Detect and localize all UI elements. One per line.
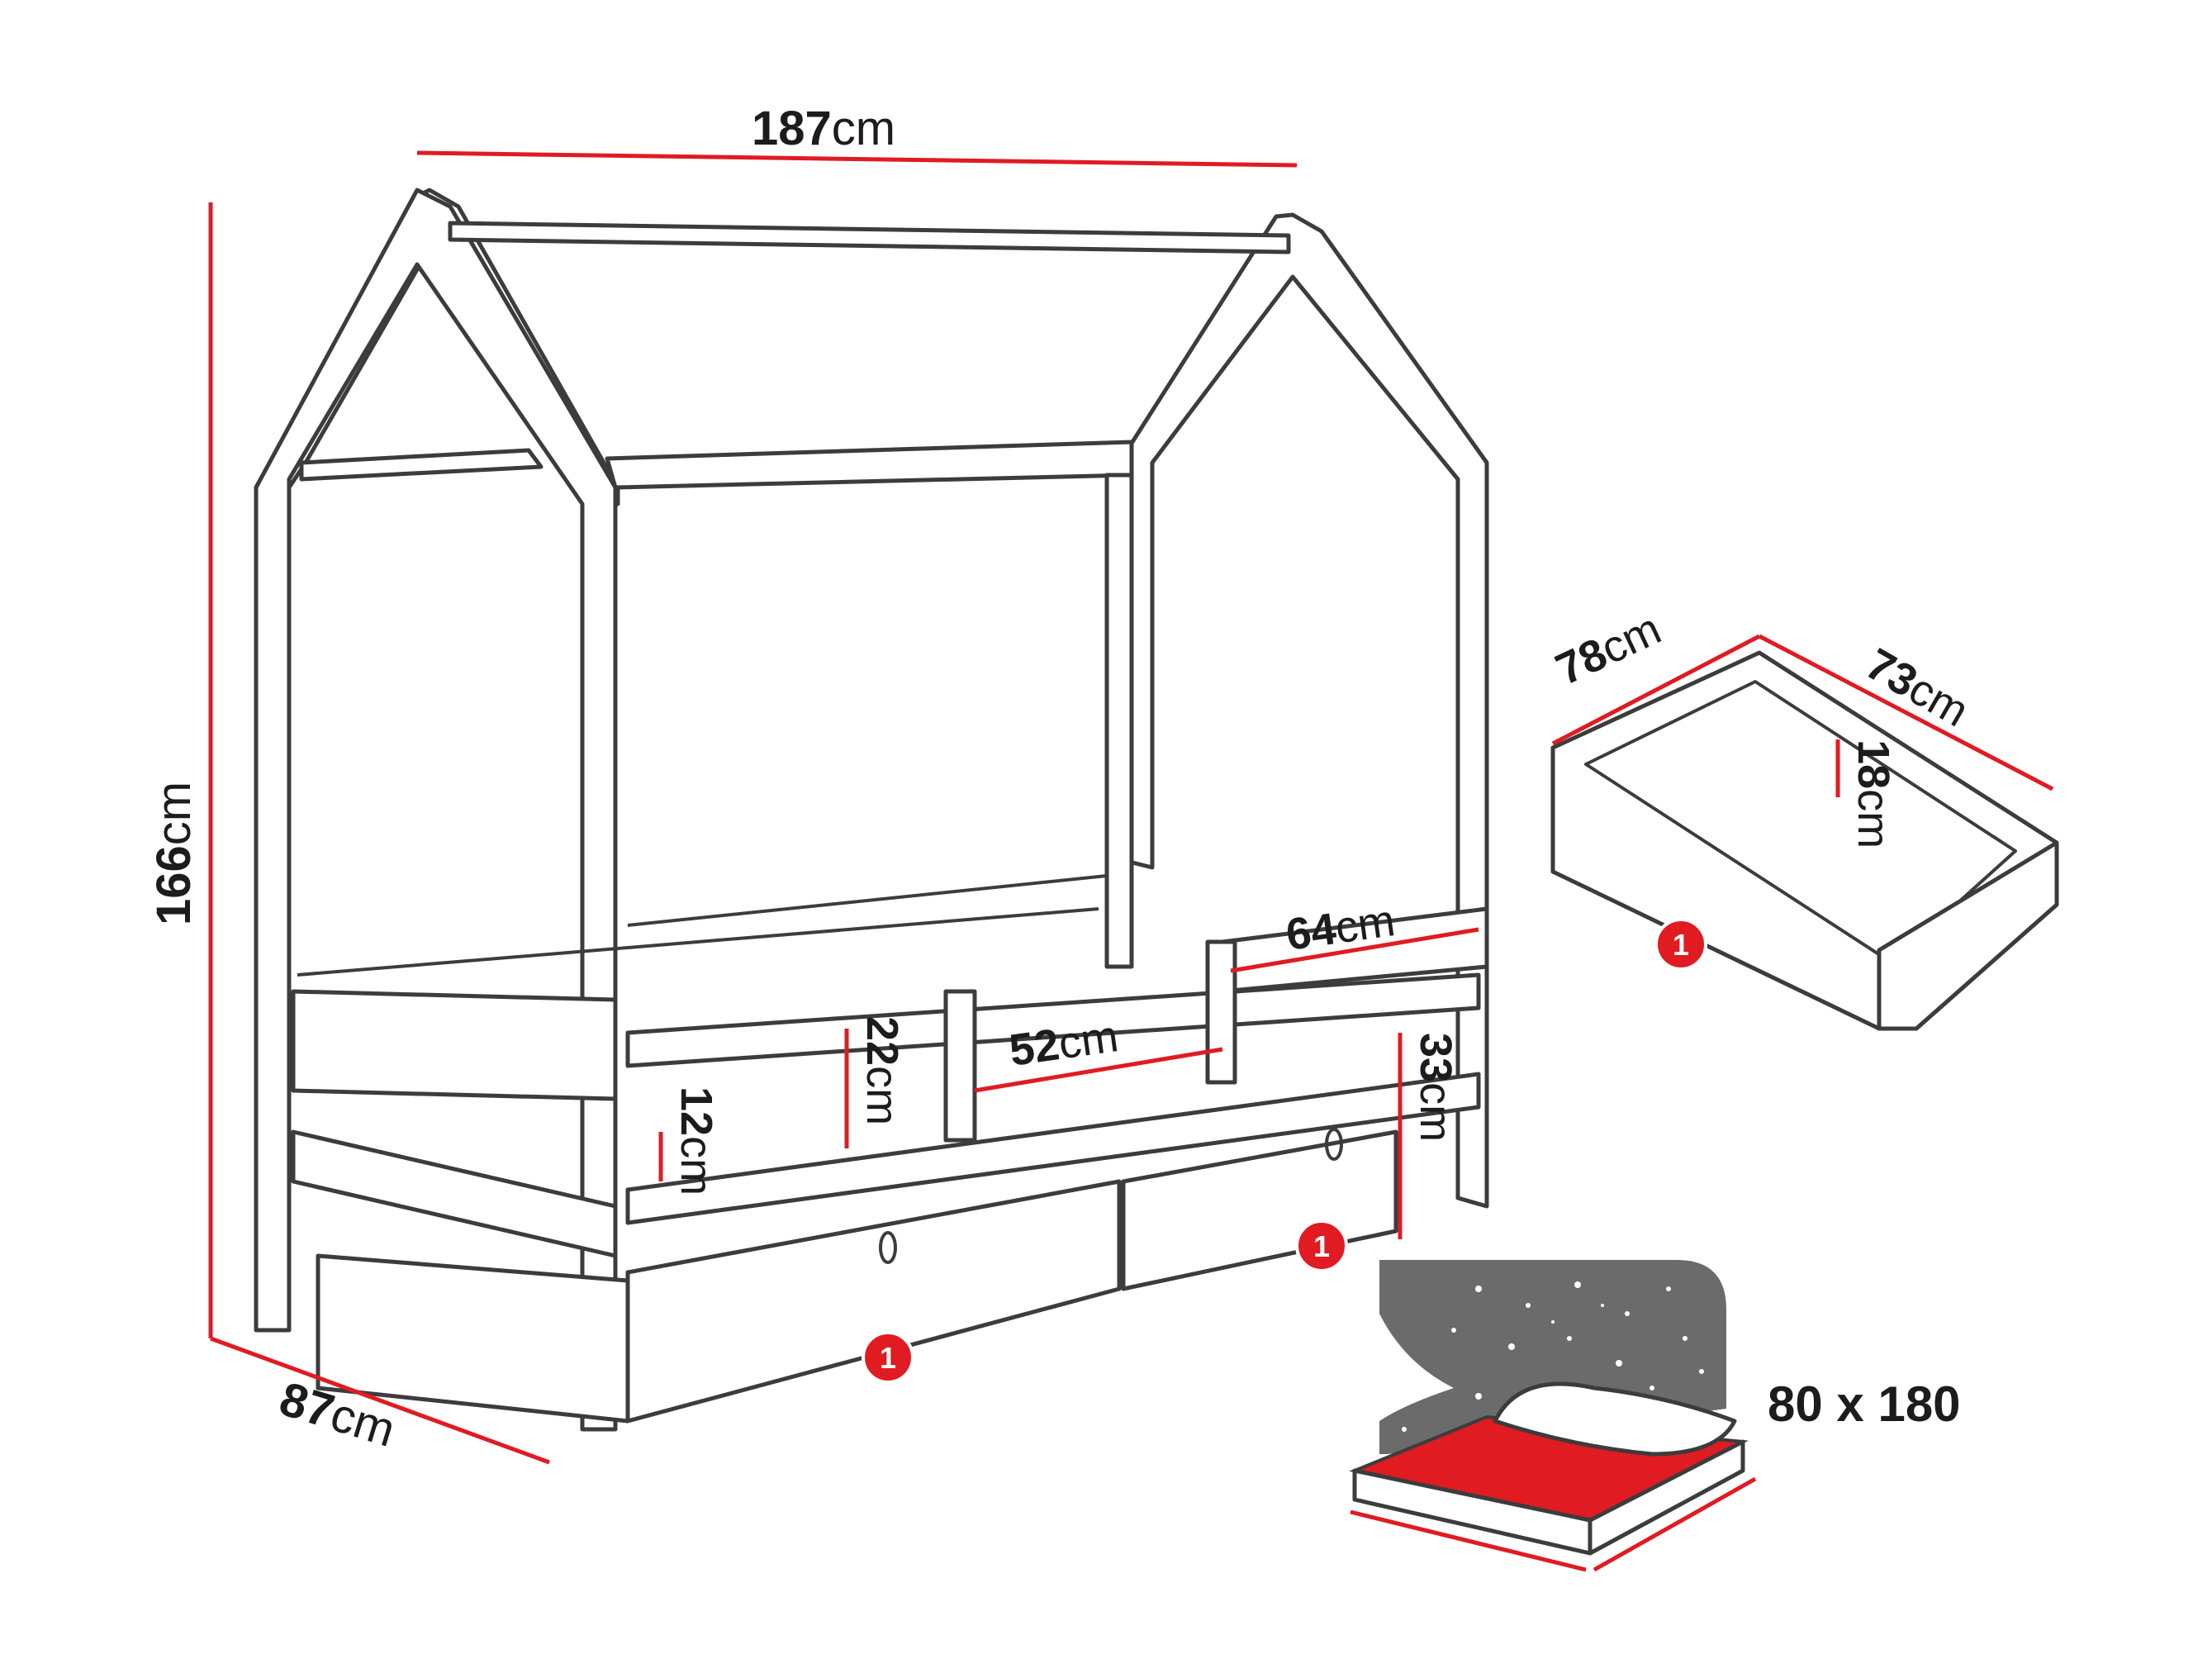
guard-post-right [1205,939,1237,1085]
svg-text:1: 1 [1673,928,1689,962]
svg-text:52cm: 52cm [1006,1011,1121,1076]
height-number: 166 [147,845,201,925]
dim-label-52: 52cm [1006,1011,1121,1076]
rail52-number: 52 [1006,1020,1062,1076]
svg-text:1: 1 [880,1341,896,1375]
dim-label-64: 64cm [1283,896,1398,960]
dimension-lines [208,150,1479,1465]
svg-text:78cm: 78cm [1549,604,1668,695]
rail12-number: 12 [672,1086,721,1136]
drawer-knob-left [879,1231,897,1264]
guard-post-left [943,989,977,1143]
rail64-number: 64 [1283,904,1339,960]
width-unit: cm [832,102,895,155]
drawer-front-panel [1877,840,2059,1031]
dim-label-33: 33cm [1411,1033,1460,1142]
front-left-gable [254,188,618,1432]
pillow [1493,1381,1737,1457]
drawer-detail [1550,634,2059,1031]
dim-label-73: 73cm [1858,639,1977,736]
width-number: 187 [752,102,832,155]
marker-drawer-left: 1 [862,1331,914,1384]
dim-label-22: 22cm [857,1016,907,1125]
front-long-rail [625,972,1481,1068]
left-lower-rail [291,1129,618,1258]
mattress-end [1588,1439,1745,1556]
rail22-number: 22 [857,1016,907,1066]
marker-drawer-right: 1 [1295,1219,1348,1272]
drawer-front-right [1121,1129,1398,1291]
dim-label-width: 187cm [752,102,895,155]
drawer-height-unit: cm [1411,1082,1460,1142]
svg-text:1: 1 [1313,1229,1330,1263]
rail22-unit: cm [857,1066,907,1125]
marker-drawer-detail: 1 [1654,918,1707,971]
svg-text:33cm: 33cm [1411,1033,1460,1142]
ridge-beam [448,221,1291,254]
bed-base [316,1253,630,1424]
height-unit: cm [147,782,201,845]
drawer-depth-unit: cm [1849,789,1898,849]
dim-label-78: 78cm [1549,604,1668,695]
left-side-panel [291,989,618,1101]
drawer-knob-right [1325,1128,1343,1161]
drawer-front-left [625,1179,1122,1424]
dim-label-12: 12cm [672,1086,721,1196]
mattress-detail [1349,1260,1757,1572]
svg-text:18cm: 18cm [1849,739,1898,849]
left-crossbar [299,448,544,482]
right-crossbar [605,440,1134,490]
rail64-unit: cm [1332,896,1398,953]
svg-text:166cm: 166cm [147,782,201,925]
drawer-height-number: 33 [1411,1033,1460,1082]
svg-text:187cm: 187cm [752,102,895,155]
svg-text:12cm: 12cm [672,1086,721,1196]
front-base-rail [625,1072,1481,1225]
dim-label-height: 166cm [147,782,201,925]
rail12-unit: cm [672,1136,721,1196]
svg-text:64cm: 64cm [1283,896,1398,960]
mattress-size-label: 80 x 180 [1768,1376,1961,1432]
svg-text:22cm: 22cm [857,1016,907,1125]
rail52-unit: cm [1056,1011,1122,1068]
drawer-inner [1584,680,2017,964]
house-bed-drawing [254,188,1489,1432]
dim-label-18: 18cm [1849,739,1898,849]
svg-text:73cm: 73cm [1858,639,1977,736]
back-right-post [1104,473,1134,969]
drawer-depth-number: 18 [1849,739,1898,789]
